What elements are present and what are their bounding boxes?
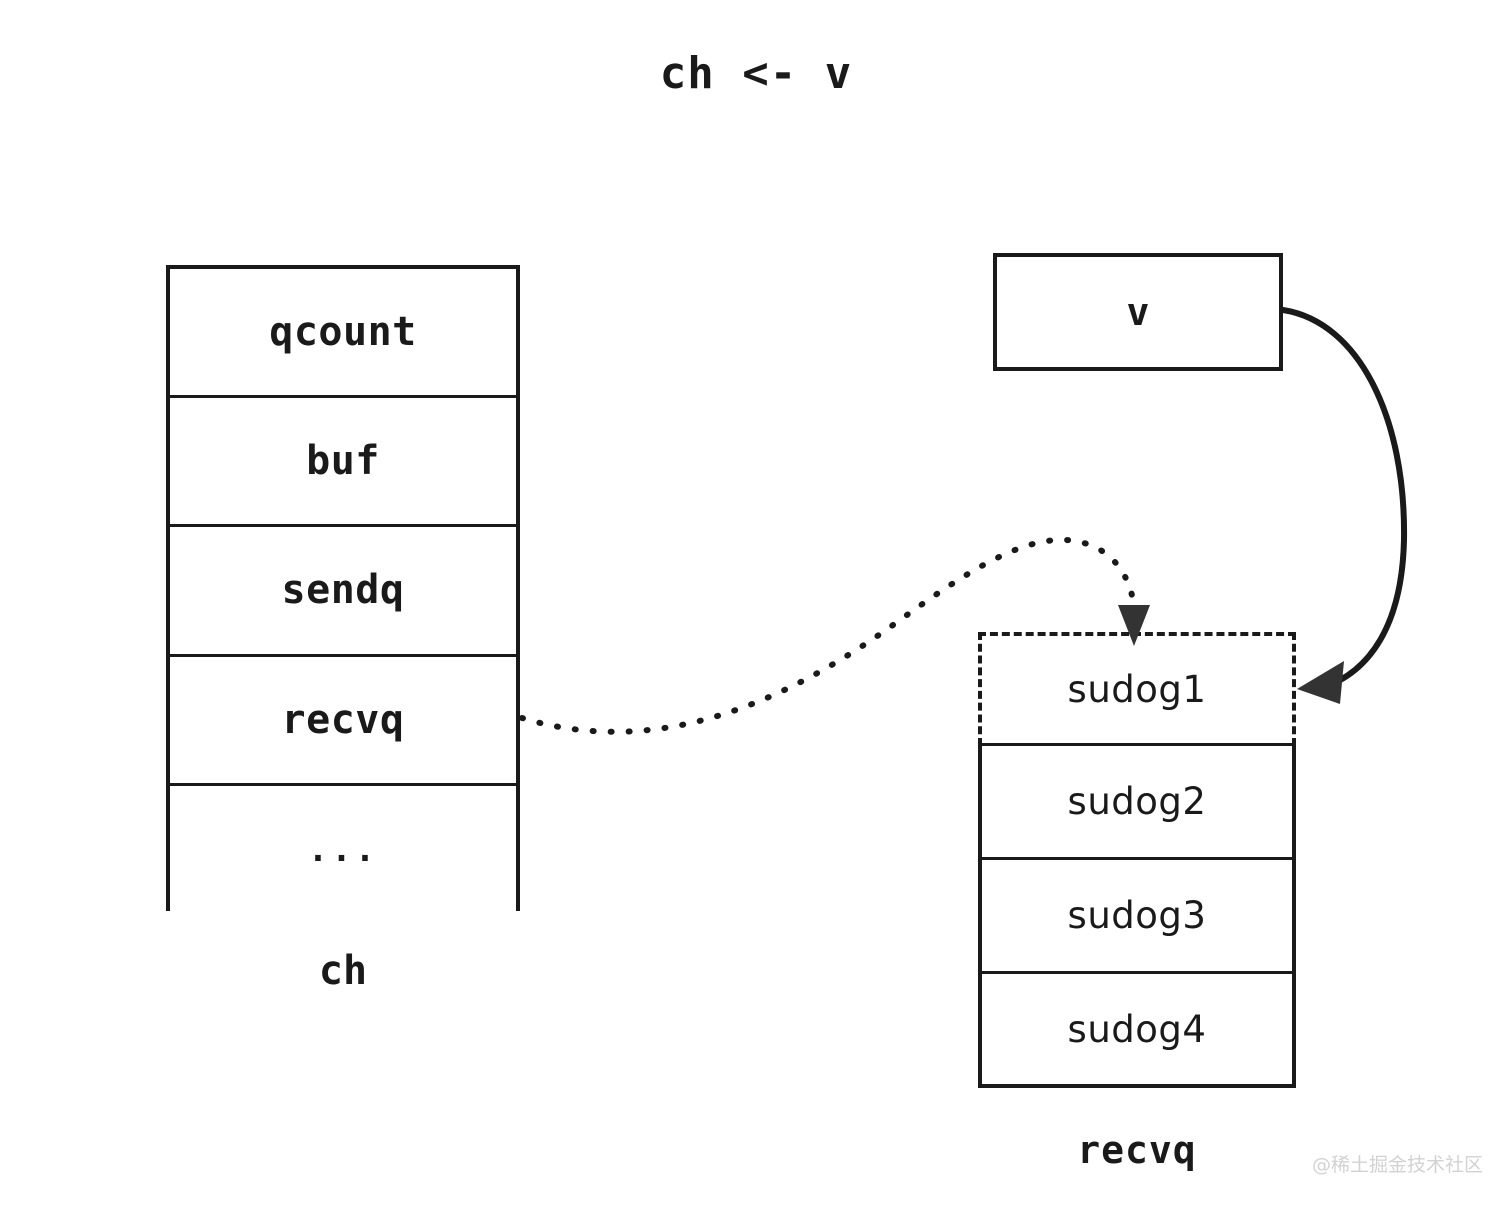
ch-field-recvq: recvq (170, 656, 516, 786)
sudog-cell-1: sudog1 (978, 632, 1296, 746)
v-to-sudog1-curve (1280, 307, 1408, 691)
sudog-cell-4: sudog4 (978, 974, 1296, 1088)
watermark-text: @稀土掘金技术社区 (1312, 1154, 1484, 1176)
sudog-cell-3: sudog3 (978, 860, 1296, 974)
ch-field-buf: buf (170, 398, 516, 528)
v-to-sudog1-arrowhead-icon (1297, 661, 1344, 704)
ch-table-caption: ch (318, 948, 368, 994)
recvq-table-caption: recvq (1077, 1128, 1197, 1172)
diagram-title: ch <- v (659, 48, 853, 99)
ch-struct-table: qcount buf sendq recvq ... (166, 265, 520, 915)
sudog-cell-2: sudog2 (978, 746, 1296, 860)
ch-field-qcount: qcount (170, 269, 516, 399)
recvq-sudog-table: sudog1 sudog2 sudog3 sudog4 (978, 632, 1296, 1088)
value-box-v: v (993, 253, 1283, 371)
ch-field-sendq: sendq (170, 527, 516, 657)
ch-field-ellipsis: ... (170, 785, 516, 915)
